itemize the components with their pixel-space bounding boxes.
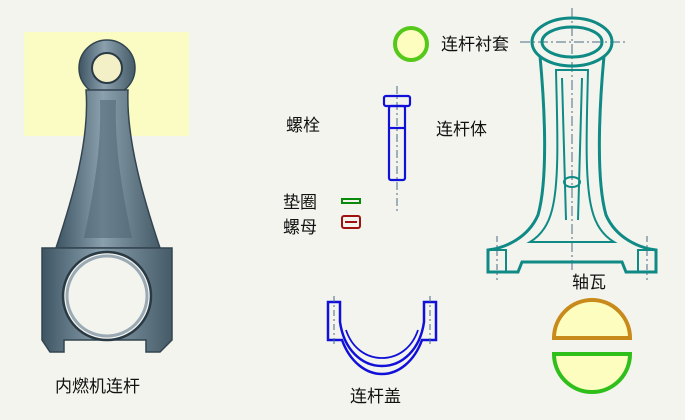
rod-oil-hole <box>563 176 581 188</box>
rod-small-end-outer <box>530 16 614 68</box>
photo-shank-web <box>84 100 132 238</box>
bearing-shell-drawing <box>551 298 633 394</box>
rod-shank-outer <box>486 55 658 274</box>
photo-big-end-hole <box>61 250 153 342</box>
nut-shape <box>341 215 361 229</box>
photo-big-end-bore-shadow <box>65 254 149 338</box>
washer-shape <box>341 198 361 204</box>
bolt-drawing <box>382 86 412 212</box>
bearing-shell-upper <box>551 298 633 340</box>
bearing-shell-lower <box>551 352 633 394</box>
nut-drawing <box>341 215 361 229</box>
label-engine-rod: 内燃机连杆 <box>55 377 140 397</box>
label-nut: 螺母 <box>283 218 317 238</box>
label-rod-cap: 连杆盖 <box>350 387 401 407</box>
rod-shank-inner <box>526 69 618 243</box>
rod-cap-outer <box>326 300 438 376</box>
bushing-ring <box>393 26 429 62</box>
bolt-shank <box>387 104 407 182</box>
engine-rod-photo: 内燃机连杆 <box>24 32 189 397</box>
rod-cap-drawing <box>326 296 438 376</box>
label-rod-body: 连杆体 <box>436 120 487 140</box>
label-bearing-shell: 轴瓦 <box>572 273 606 293</box>
rod-body-drawing <box>486 8 658 280</box>
photo-small-end-hole <box>91 52 123 84</box>
label-bolt: 螺栓 <box>286 116 320 136</box>
label-washer: 垫圈 <box>283 193 317 213</box>
rod-cap-inner <box>345 329 419 359</box>
washer-drawing <box>341 198 361 204</box>
rod-rib <box>561 77 583 221</box>
label-bushing: 连杆衬套 <box>441 35 509 55</box>
rod-small-end-inner <box>540 25 604 59</box>
bushing-drawing <box>393 26 429 62</box>
